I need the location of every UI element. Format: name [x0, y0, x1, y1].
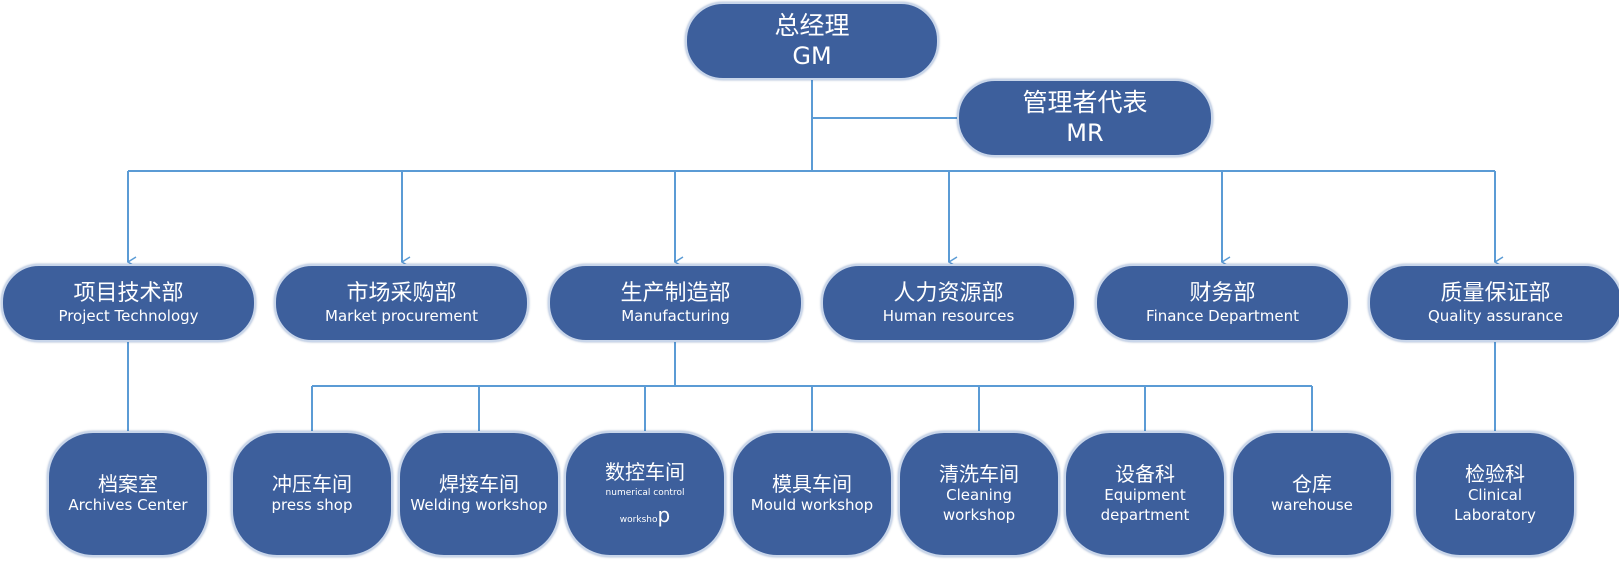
node-archives-center[interactable]: 档案室 Archives Center	[47, 431, 209, 557]
node-zh-label: 质量保证部	[1440, 280, 1551, 306]
node-general-manager[interactable]: 总经理 GM	[685, 2, 939, 80]
node-en-label: press shop	[271, 495, 353, 514]
node-en-label: Finance Department	[1146, 307, 1299, 326]
node-en-label: Welding workshop	[410, 495, 548, 514]
node-en-label: Manufacturing	[621, 307, 730, 326]
node-equipment-department[interactable]: 设备科 Equipment department	[1064, 431, 1226, 557]
node-zh-label: 数控车间	[605, 459, 685, 484]
node-en-label-line1: numerical control	[605, 487, 685, 498]
node-en-label: Equipment department	[1100, 486, 1190, 524]
node-zh-label: 设备科	[1115, 462, 1175, 486]
node-en-label: Quality assurance	[1427, 307, 1564, 326]
node-zh-label: 冲压车间	[272, 471, 352, 496]
node-zh-label: 管理者代表	[1022, 87, 1148, 117]
node-manufacturing[interactable]: 生产制造部 Manufacturing	[548, 264, 803, 342]
node-warehouse[interactable]: 仓库 warehouse	[1231, 431, 1393, 557]
node-zh-label: 检验科	[1465, 462, 1525, 486]
node-zh-label: 仓库	[1292, 471, 1332, 496]
node-zh-label: 档案室	[98, 471, 158, 496]
node-en-label: Clinical Laboratory	[1454, 486, 1536, 524]
node-mould-workshop[interactable]: 模具车间 Mould workshop	[731, 431, 893, 557]
node-en-label-part: p	[657, 503, 671, 528]
node-en-label: Cleaning workshop	[942, 486, 1016, 524]
node-welding-workshop[interactable]: 焊接车间 Welding workshop	[398, 431, 560, 557]
node-en-label: Archives Center	[68, 495, 188, 514]
node-quality-assurance[interactable]: 质量保证部 Quality assurance	[1368, 264, 1619, 342]
node-en-label: Market procurement	[325, 307, 478, 326]
node-clinical-laboratory[interactable]: 检验科 Clinical Laboratory	[1414, 431, 1576, 557]
node-en-label: Human resources	[882, 307, 1015, 326]
node-zh-label: 人力资源部	[893, 280, 1004, 306]
node-project-technology[interactable]: 项目技术部 Project Technology	[1, 264, 256, 342]
node-en-label: Mould workshop	[750, 495, 874, 514]
node-zh-label: 总经理	[774, 10, 850, 40]
node-en-label: Project Technology	[58, 307, 199, 326]
node-en-label-part: worksho	[619, 515, 658, 526]
node-zh-label: 财务部	[1189, 280, 1256, 306]
node-en-label-line2: workshop	[620, 504, 670, 527]
node-press-shop[interactable]: 冲压车间 press shop	[231, 431, 393, 557]
node-zh-label: 项目技术部	[73, 280, 184, 306]
node-cnc-workshop[interactable]: 数控车间 numerical control workshop	[564, 431, 726, 557]
node-en-label: MR	[1066, 118, 1104, 147]
node-zh-label: 市场采购部	[346, 280, 457, 306]
node-en-label: warehouse	[1271, 495, 1353, 514]
node-cleaning-workshop[interactable]: 清洗车间 Cleaning workshop	[898, 431, 1060, 557]
node-zh-label: 清洗车间	[939, 462, 1019, 486]
node-en-label: GM	[792, 41, 832, 70]
node-zh-label: 生产制造部	[620, 280, 731, 306]
node-market-procurement[interactable]: 市场采购部 Market procurement	[274, 264, 529, 342]
node-finance-department[interactable]: 财务部 Finance Department	[1095, 264, 1350, 342]
node-human-resources[interactable]: 人力资源部 Human resources	[821, 264, 1076, 342]
node-management-representative[interactable]: 管理者代表 MR	[957, 79, 1213, 157]
node-zh-label: 焊接车间	[439, 471, 519, 496]
node-zh-label: 模具车间	[772, 471, 852, 496]
